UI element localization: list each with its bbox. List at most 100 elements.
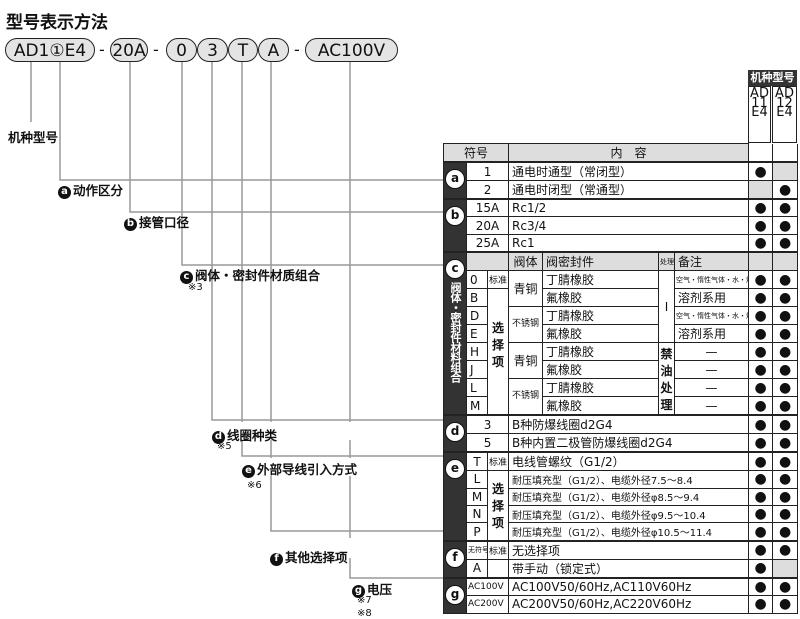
note: —: [674, 360, 750, 380]
symbol-b: b: [443, 197, 467, 253]
header-body: 阀体: [508, 251, 544, 272]
description: Rc1: [508, 233, 750, 253]
seal-material: 氟橡胶: [542, 324, 660, 344]
availability-mark: ●: [772, 396, 799, 416]
availability-mark: ●: [748, 378, 774, 398]
code: L: [466, 470, 488, 489]
model-circle-placeholder: ①: [49, 41, 65, 61]
separator: -: [294, 40, 300, 59]
symbol-g: g: [443, 576, 467, 614]
model-suffix: E4: [64, 41, 87, 61]
model-segment-type: AD1①E4: [5, 38, 95, 62]
code: 无符号: [466, 539, 488, 560]
badge-g: g: [352, 585, 365, 598]
header-seal: 阀密封件: [542, 251, 660, 272]
code: 20A: [465, 216, 510, 235]
code: E: [466, 324, 488, 344]
availability-mark: ●: [772, 216, 799, 235]
availability-mark: ●: [772, 270, 799, 290]
seal-material: 丁腈橡胶: [542, 270, 660, 290]
description: Rc3/4: [508, 216, 750, 235]
code: 2: [465, 180, 510, 200]
description: 耐压填充型（G1/2）、电缆外径7.5～8.4: [508, 470, 750, 489]
label-model-type: 机种型号: [8, 130, 59, 145]
model-prefix: AD1: [13, 41, 50, 61]
availability-mark: ●: [772, 470, 799, 489]
code: 15A: [465, 198, 510, 218]
availability-mark: ●: [772, 504, 799, 524]
description: 通电时闭型（常通型）: [508, 180, 750, 200]
seal-material: 丁腈橡胶: [542, 378, 660, 398]
availability-mark: ●: [748, 288, 774, 308]
badge-b: b: [124, 218, 137, 231]
option-label: 选择项: [486, 288, 510, 416]
badge-f: f: [270, 553, 283, 566]
description: 耐压填充型（G1/2）、电缆外径φ10.5～11.4: [508, 522, 750, 542]
seal-material: 氟橡胶: [542, 360, 660, 380]
note: 溶剂系用: [674, 288, 750, 308]
code: M: [466, 396, 488, 416]
treatment-oil-free: 禁油处理: [658, 342, 676, 416]
note-g-7: ※7: [357, 595, 372, 606]
availability-mark: ●: [748, 522, 774, 542]
description: 耐压填充型（G1/2）、电缆外径φ8.5～9.4: [508, 487, 750, 506]
availability-mark: ●: [772, 288, 799, 308]
availability-mark: ●: [748, 198, 774, 218]
seal-material: 氟橡胶: [542, 288, 660, 308]
note: 溶剂系用: [674, 324, 750, 344]
availability-mark: [772, 558, 799, 579]
availability-mark: ●: [772, 451, 799, 472]
availability-mark: ●: [748, 396, 774, 416]
header-treatment: 处理: [658, 251, 676, 272]
description: 无选择项: [508, 539, 750, 560]
seal-material: 丁腈橡胶: [542, 306, 660, 326]
note: —: [674, 396, 750, 416]
body-material: 青铜: [508, 342, 544, 380]
availability-mark: ●: [772, 342, 799, 362]
badge-c: c: [180, 271, 193, 284]
page-title: 型号表示方法: [6, 13, 108, 33]
availability-mark: ●: [748, 470, 774, 489]
code: AC100V: [465, 576, 510, 597]
code: 5: [465, 433, 510, 453]
code: P: [466, 522, 488, 542]
note: 空气・惰性气体・水・煤油用: [674, 306, 750, 326]
model-segment-lead: T: [228, 38, 258, 62]
availability-mark: ●: [772, 324, 799, 344]
model-segment-option: A: [258, 38, 289, 62]
availability-mark: ●: [748, 595, 774, 614]
note: —: [674, 342, 750, 362]
model-segment-coil: 3: [197, 38, 228, 62]
model-column-ad11e4: AD11E4: [748, 86, 771, 143]
model-column-ad12e4: AD12E4: [772, 86, 797, 143]
code: J: [466, 360, 488, 380]
badge-e: e: [242, 465, 255, 478]
standard-label: 标准: [486, 451, 510, 472]
code: A: [466, 558, 488, 579]
availability-mark: ●: [772, 414, 799, 435]
symbol-d: d: [443, 414, 467, 453]
availability-mark: ●: [748, 433, 774, 453]
availability-mark: ●: [772, 306, 799, 326]
model-segment-voltage: AC100V: [305, 38, 398, 62]
badge-a: a: [58, 186, 71, 199]
code: B: [466, 288, 488, 308]
description: AC100V50/60Hz,AC110V60Hz: [508, 576, 750, 597]
seal-material: 丁腈橡胶: [542, 342, 660, 362]
